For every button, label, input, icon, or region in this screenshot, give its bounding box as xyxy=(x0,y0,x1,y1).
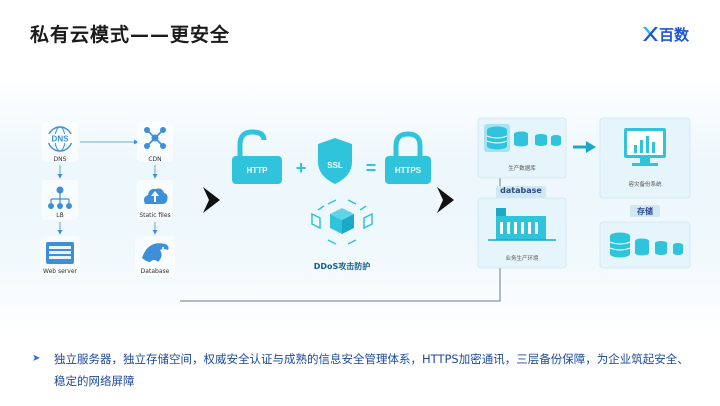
dns-label: DNS xyxy=(53,156,67,163)
summary-block: ➤ 独立服务器，独立存储空间，权威安全认证与成熟的信息安全管理体系，HTTPS加… xyxy=(32,348,694,392)
prod-db-label: 生产数据库 xyxy=(508,166,536,172)
dns-badge-text: DNS xyxy=(52,135,70,144)
dns-globe-icon xyxy=(42,122,78,162)
web-server-icon xyxy=(40,236,80,276)
brand-x-icon xyxy=(643,27,658,41)
plus-sign: + xyxy=(296,158,307,178)
backup-monitor-icon xyxy=(624,128,666,166)
flow-arrow-1 xyxy=(203,187,220,213)
ddos-label: DDoS攻击防护 xyxy=(313,262,371,271)
storage-tag: 存储 xyxy=(637,207,653,216)
database-tag-bg xyxy=(496,186,546,198)
factory-icon xyxy=(488,208,556,241)
ddos-cube-icon xyxy=(311,199,373,245)
storage-disks-icon xyxy=(609,232,683,258)
http-lock-icon xyxy=(232,129,282,184)
diagram-backdrop xyxy=(0,72,720,332)
to-backup-arrowhead xyxy=(586,141,596,153)
load-balancer-icon xyxy=(42,180,78,220)
prod-database-small-icon xyxy=(514,131,561,147)
ssl-shield-icon xyxy=(318,138,352,184)
equals-sign: = xyxy=(366,158,377,178)
ssl-text: SSL xyxy=(327,161,343,170)
database-label: Database xyxy=(140,268,170,275)
brand-logo: 百数 xyxy=(641,24,711,44)
slide-title: 私有云模式——更安全 xyxy=(30,24,231,46)
database-tag: database xyxy=(500,186,542,195)
brand-name: 百数 xyxy=(659,26,690,44)
cdn-label: CDN xyxy=(148,156,162,163)
bullet-arrow-icon: ➤ xyxy=(32,353,41,364)
lb-label: LB xyxy=(56,212,64,219)
network-nodes-icon xyxy=(137,122,173,162)
https-text: HTTPS xyxy=(395,166,422,175)
database-dolphin-icon xyxy=(135,236,175,276)
prod-database-icon xyxy=(484,124,510,152)
summary-text: 独立服务器，独立存储空间，权威安全认证与成熟的信息安全管理体系，HTTPS加密通… xyxy=(54,352,689,388)
static-files-label: Static files xyxy=(139,212,171,219)
web-server-label: Web server xyxy=(43,268,77,275)
flow-arrow-2 xyxy=(437,187,454,213)
https-lock-icon xyxy=(385,131,431,184)
storage-tag-bg xyxy=(630,205,660,217)
http-text: HTTP xyxy=(247,166,269,175)
backup-system-label: 容灾备份系统 xyxy=(628,182,662,188)
prod-env-label: 业务生产环境 xyxy=(505,256,539,262)
cloud-upload-icon xyxy=(137,180,173,220)
